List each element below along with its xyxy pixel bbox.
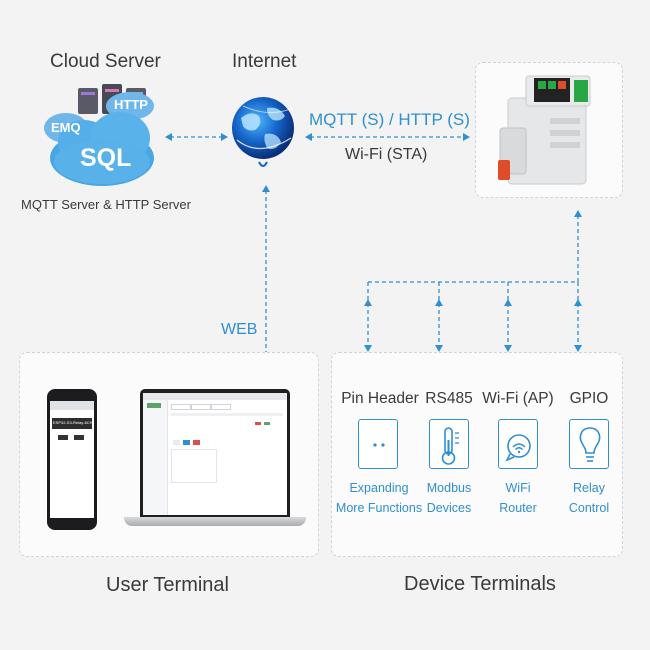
- laptop-button-1[interactable]: [173, 440, 180, 445]
- laptop-tab-2[interactable]: [191, 404, 211, 410]
- http-badge: HTTP: [114, 97, 148, 112]
- laptop-base: [124, 517, 306, 526]
- device-desc-pin-header-1: Expanding: [349, 481, 409, 495]
- laptop: [140, 389, 290, 517]
- device-desc-wifi-2: Router: [499, 501, 537, 515]
- internet-title: Internet: [232, 51, 297, 72]
- protocol-label: MQTT (S) / HTTP (S): [309, 110, 470, 129]
- smartphone: ESP32-S3-Relay-6CH: [47, 389, 97, 530]
- pin-header-icon: [358, 419, 398, 469]
- device-name-rs485: RS485: [425, 390, 473, 407]
- cloud-server-caption: MQTT Server & HTTP Server: [21, 197, 191, 212]
- cloud-server-icon: [44, 84, 154, 186]
- laptop-button-3[interactable]: [193, 440, 200, 445]
- device-desc-gpio-1: Relay: [573, 481, 605, 495]
- device-desc-wifi-1: WiFi: [505, 481, 531, 495]
- device-desc-rs485-1: Modbus: [426, 481, 472, 495]
- web-label: WEB: [221, 321, 258, 338]
- relay-module-icon: [498, 75, 591, 185]
- laptop-tab-1[interactable]: [171, 404, 191, 410]
- device-desc-rs485-2: Devices: [426, 501, 472, 515]
- laptop-button-2[interactable]: [183, 440, 190, 445]
- thermometer-icon: [429, 419, 469, 469]
- wifi-mode-label: Wi-Fi (STA): [345, 146, 428, 163]
- cloud-server-title: Cloud Server: [50, 51, 161, 72]
- device-desc-gpio-2: Control: [568, 501, 610, 515]
- laptop-sidebar: [143, 400, 168, 515]
- user-terminal-title: User Terminal: [106, 574, 229, 596]
- device-desc-pin-header-2: More Functions: [335, 501, 423, 515]
- device-name-gpio: GPIO: [569, 390, 609, 407]
- laptop-screen: [143, 393, 287, 515]
- lightbulb-icon: [569, 419, 609, 469]
- phone-screen: ESP32-S3-Relay-6CH: [50, 401, 94, 518]
- phone-button-1[interactable]: [58, 435, 68, 440]
- phone-screen-header: ESP32-S3-Relay-6CH: [53, 420, 93, 425]
- phone-button-2[interactable]: [74, 435, 84, 440]
- wifi-router-icon: [498, 419, 538, 469]
- emq-badge: EMQ: [51, 120, 81, 135]
- sql-badge: SQL: [80, 144, 132, 172]
- device-terminals-title: Device Terminals: [404, 573, 556, 595]
- laptop-tab-3[interactable]: [211, 404, 231, 410]
- device-name-wifi-ap: Wi-Fi (AP): [482, 390, 554, 407]
- device-name-pin-header: Pin Header: [341, 390, 419, 407]
- globe-icon: [232, 97, 294, 167]
